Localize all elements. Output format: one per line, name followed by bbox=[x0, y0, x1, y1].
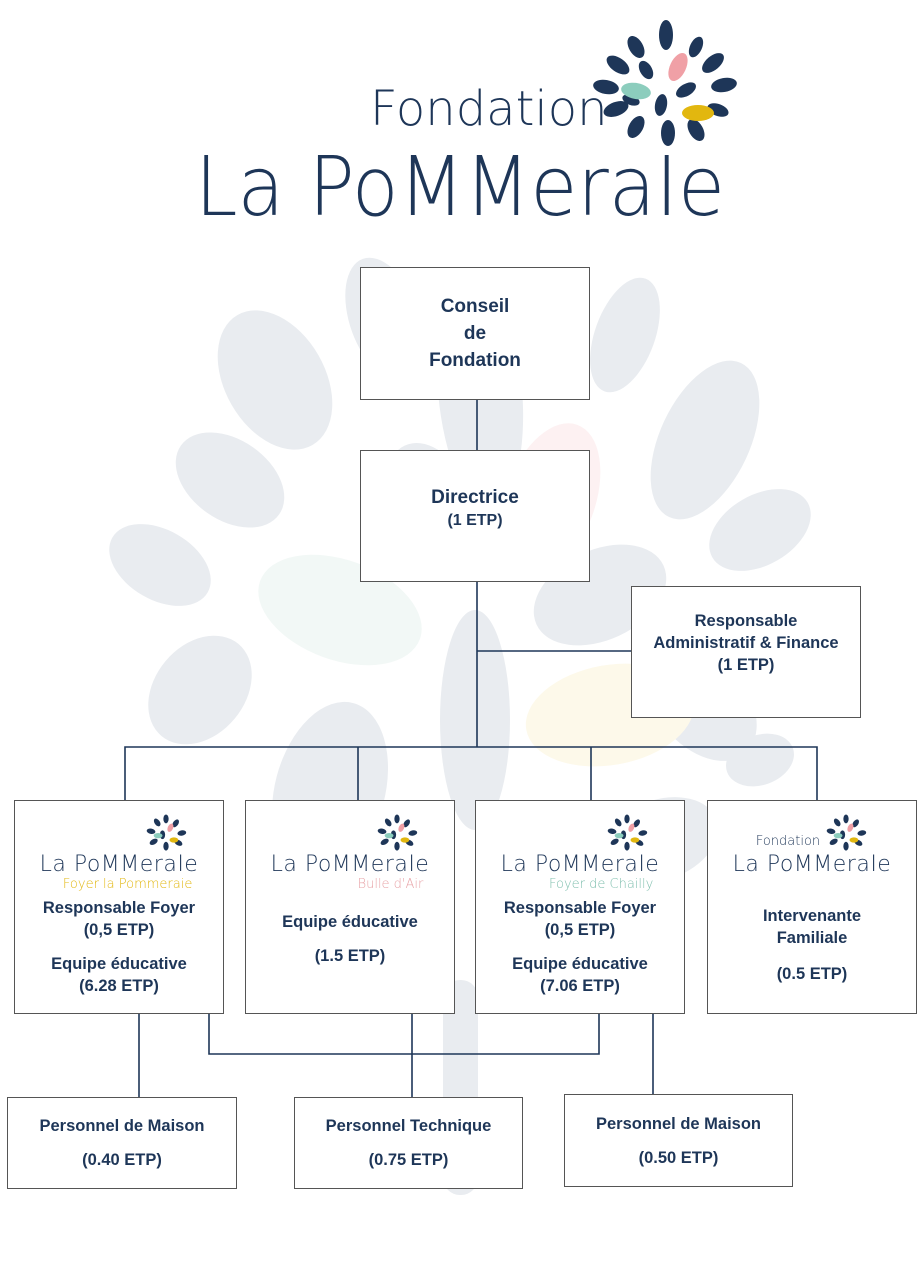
logo-name: La PoMMeraIe bbox=[500, 852, 660, 877]
fondation-logo: Fondation La PoMMeraIe bbox=[190, 20, 750, 240]
node-conseil-de-fondation: Conseil de Fondation bbox=[360, 267, 590, 400]
logo-name: La PoMMeraIe bbox=[270, 852, 430, 877]
bulle-air-logo: La PoMMeraIe Bulle d'Air bbox=[271, 813, 430, 893]
role-intervenante-etp: (0.5 ETP) bbox=[776, 965, 848, 983]
connector-services-bar bbox=[124, 746, 818, 801]
foyer-chailly-logo: La PoMMeraIe Foyer de Chailly bbox=[501, 813, 660, 893]
maison1-etp: (0.40 ETP) bbox=[82, 1151, 162, 1169]
role-responsable-foyer-etp: (0,5 ETP) bbox=[544, 921, 616, 939]
node-personnel-technique: Personnel Technique (0.75 ETP) bbox=[294, 1097, 523, 1189]
directrice-title: Directrice bbox=[431, 486, 519, 508]
leaf-flower-icon bbox=[378, 814, 418, 851]
raf-line-1: Responsable bbox=[694, 612, 798, 630]
node-foyer-de-chailly: La PoMMeraIe Foyer de Chailly Responsabl… bbox=[475, 800, 685, 1014]
foyer-pommeraie-logo: La PoMMeraIe Foyer la Pommeraie bbox=[40, 813, 199, 893]
directrice-etp: (1 ETP) bbox=[447, 511, 503, 529]
role-equipe-educative-etp: (7.06 ETP) bbox=[540, 977, 620, 995]
node-bulle-d-air: La PoMMeraIe Bulle d'Air Equipe éducativ… bbox=[245, 800, 455, 1014]
node-directrice: Directrice (1 ETP) bbox=[360, 450, 590, 582]
raf-line-3: (1 ETP) bbox=[717, 656, 775, 674]
role-equipe-educative: Equipe éducative bbox=[512, 955, 648, 973]
maison2-etp: (0.50 ETP) bbox=[638, 1148, 719, 1167]
maison2-title: Personnel de Maison bbox=[595, 1114, 762, 1133]
maison1-title: Personnel de Maison bbox=[39, 1117, 205, 1135]
logo-top-word: Fondation bbox=[755, 834, 821, 849]
logo-leaf-flower-icon bbox=[593, 20, 737, 146]
leaf-flower-icon bbox=[826, 814, 867, 851]
conseil-line-1: Conseil bbox=[440, 296, 510, 317]
node-responsable-admin-finance: Responsable Administratif & Finance (1 E… bbox=[631, 586, 861, 718]
fondation-logo-small: Fondation La PoMMeraIe bbox=[733, 813, 892, 877]
logo-name: La PoMMeraIe bbox=[732, 852, 892, 877]
logo-fondation-word: Fondation bbox=[370, 81, 608, 137]
connector-technique-bar bbox=[208, 1013, 600, 1055]
logo-la-pommeraie-word: La PoMMeraIe bbox=[195, 140, 725, 235]
leaf-flower-icon bbox=[608, 814, 648, 851]
logo-wordmark: Fondation La PoMMeraIe bbox=[195, 20, 737, 235]
role-equipe-educative: Equipe éducative bbox=[282, 913, 418, 931]
role-responsable-foyer-etp: (0,5 ETP) bbox=[83, 921, 155, 939]
role-familiale: Familiale bbox=[776, 929, 848, 947]
conseil-line-3: Fondation bbox=[429, 350, 521, 371]
role-responsable-foyer: Responsable Foyer bbox=[503, 899, 657, 917]
node-personnel-de-maison-1: Personnel de Maison (0.40 ETP) bbox=[7, 1097, 237, 1189]
node-foyer-la-pommeraie: La PoMMeraIe Foyer la Pommeraie Responsa… bbox=[14, 800, 224, 1014]
role-equipe-educative: Equipe éducative bbox=[51, 955, 187, 973]
logo-subtitle: Bulle d'Air bbox=[357, 877, 424, 892]
logo-subtitle: Foyer de Chailly bbox=[549, 877, 654, 892]
node-intervenante-familiale: Fondation La PoMMeraIe Intervenante Fami… bbox=[707, 800, 917, 1014]
role-responsable-foyer: Responsable Foyer bbox=[42, 899, 196, 917]
role-equipe-educative-etp: (1.5 ETP) bbox=[314, 947, 386, 965]
logo-name: La PoMMeraIe bbox=[39, 852, 199, 877]
role-intervenante: Intervenante bbox=[762, 907, 862, 925]
raf-line-2: Administratif & Finance bbox=[653, 634, 839, 652]
leaf-flower-icon bbox=[147, 814, 187, 851]
technique-etp: (0.75 ETP) bbox=[368, 1151, 449, 1169]
logo-subtitle: Foyer la Pommeraie bbox=[62, 877, 193, 892]
role-equipe-educative-etp: (6.28 ETP) bbox=[79, 977, 159, 995]
conseil-line-2: de bbox=[463, 323, 487, 344]
node-personnel-de-maison-2: Personnel de Maison (0.50 ETP) bbox=[564, 1094, 793, 1187]
technique-title: Personnel Technique bbox=[325, 1117, 492, 1135]
